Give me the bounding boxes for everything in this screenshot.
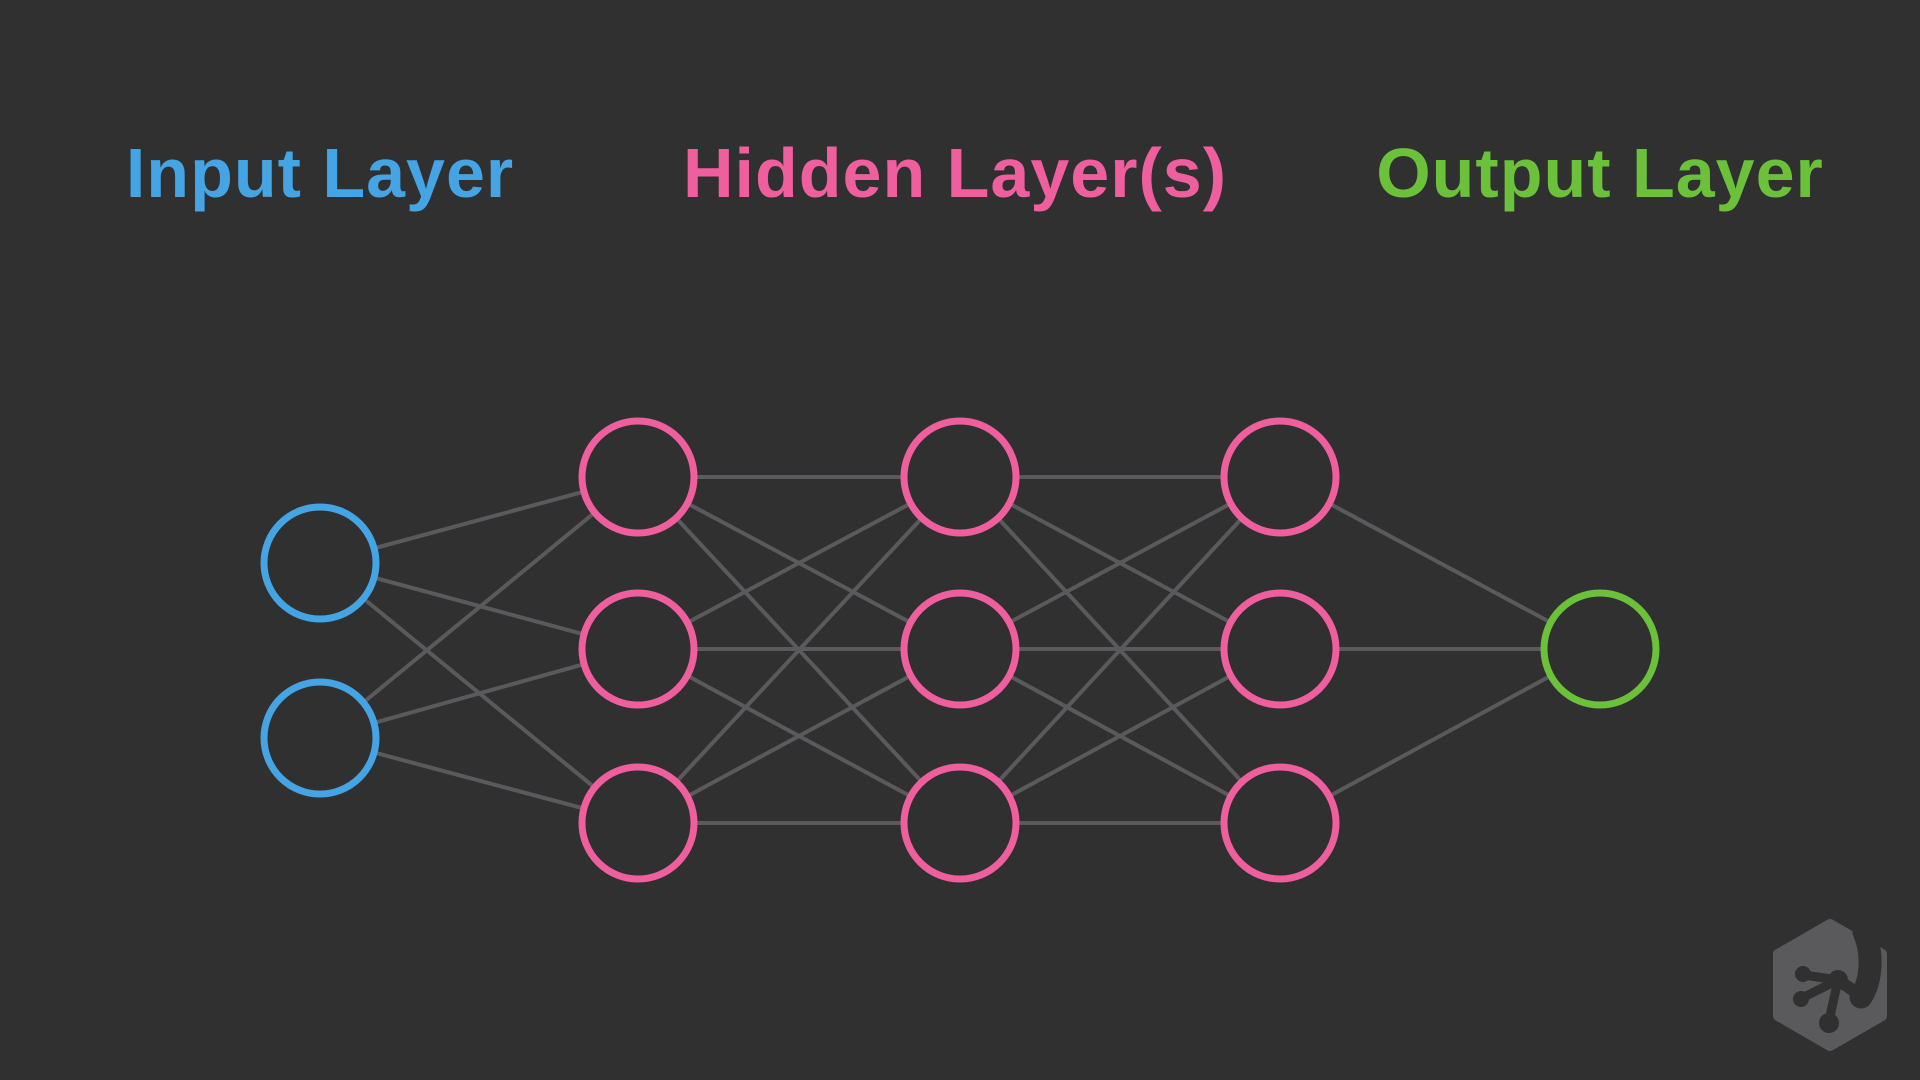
output-node-1	[1540, 589, 1660, 709]
treehouse-badge-icon	[1773, 919, 1887, 1051]
hidden-3-node-3	[1220, 763, 1340, 883]
input-layer-label: Input Layer	[125, 134, 515, 212]
output-layer-label: Output Layer	[1376, 134, 1824, 212]
edge-hidden-2-to-hidden-3	[959, 475, 1281, 651]
edge-hidden-1-to-hidden-2	[636, 475, 962, 825]
edge-input-to-hidden-1	[318, 475, 640, 740]
edge-hidden-1-to-hidden-2	[637, 475, 961, 651]
hidden-3-node-2	[1220, 589, 1340, 709]
hidden-2-node-2	[900, 589, 1020, 709]
hidden-3-node-1	[1220, 417, 1340, 537]
hidden-1-node-1	[578, 417, 698, 537]
gecko-foot	[1793, 920, 1882, 1033]
edge-hidden-2-to-hidden-3	[959, 647, 1281, 825]
treehouse-logo	[1768, 918, 1892, 1052]
edge-hidden-3-to-output	[1279, 647, 1601, 825]
input-node-1	[260, 503, 380, 623]
hidden-2-node-1	[900, 417, 1020, 537]
edge-hidden-1-to-hidden-2	[637, 647, 961, 825]
hidden-layer-label: Hidden Layer(s)	[683, 134, 1227, 212]
hidden-2-node-3	[900, 763, 1020, 883]
edge-hidden-3-to-output	[1279, 475, 1601, 651]
hidden-1-node-3	[578, 763, 698, 883]
input-node-2	[260, 678, 380, 798]
hidden-1-node-2	[578, 589, 698, 709]
edge-hidden-2-to-hidden-3	[958, 475, 1282, 825]
